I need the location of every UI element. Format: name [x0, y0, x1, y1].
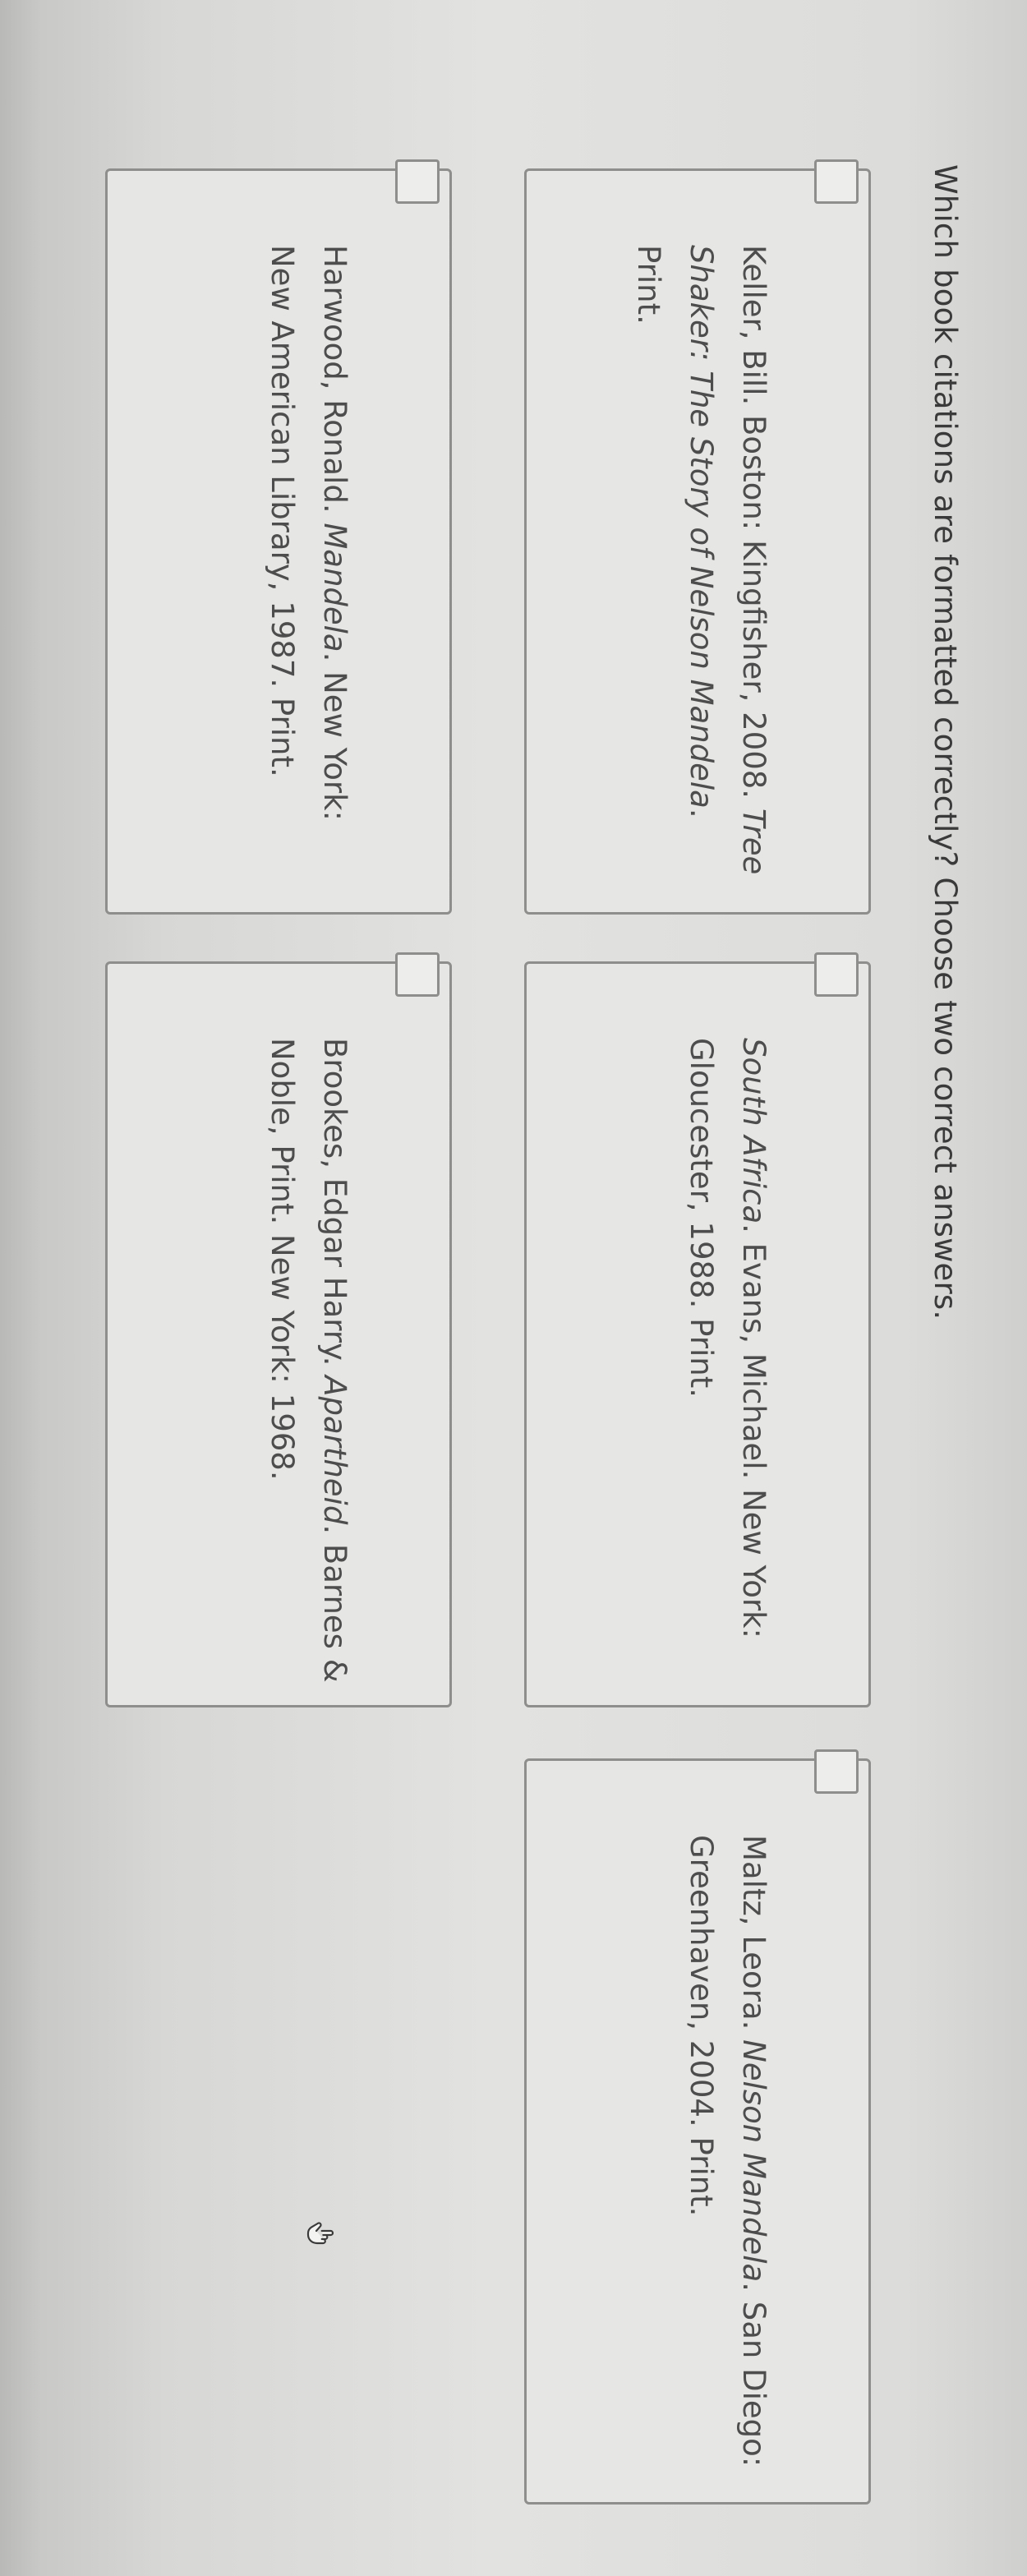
citation-text-1: Keller, Bill. Boston: Kingfisher, 2008. …	[622, 245, 780, 894]
answer-option-3[interactable]: Maltz, Leora. Nelson Mandela. San Diego:…	[524, 1749, 871, 2505]
citation-4-part-2: Mandela	[317, 523, 352, 652]
answer-option-2[interactable]: South Africa. Evans, Michael. New York: …	[524, 952, 871, 1707]
citation-text-2: South Africa. Evans, Michael. New York: …	[675, 1038, 780, 1687]
citation-5-part-1: Brookes, Edgar Harry.	[317, 1038, 352, 1376]
citation-1-part-1: Keller, Bill. Boston: Kingfisher, 2008.	[736, 245, 771, 809]
citation-2-part-1: South Africa	[736, 1038, 771, 1224]
hand-pointer-icon	[306, 2222, 334, 2245]
answer-checkbox-2[interactable]	[814, 952, 859, 997]
citation-text-3: Maltz, Leora. Nelson Mandela. San Diego:…	[675, 1835, 780, 2484]
citation-4-part-1: Harwood, Ronald.	[317, 245, 352, 523]
citation-3-part-1: Maltz, Leora.	[736, 1835, 771, 2040]
citation-text-4: Harwood, Ronald. Mandela. New York: New …	[256, 245, 361, 894]
citation-5-part-2: Apartheid	[317, 1376, 352, 1525]
answer-checkbox-4[interactable]	[395, 159, 440, 204]
answer-option-4[interactable]: Harwood, Ronald. Mandela. New York: New …	[105, 159, 452, 915]
screen-edge-shadow	[0, 0, 41, 2576]
citation-3-part-2: Nelson Mandela	[736, 2039, 771, 2283]
answer-option-5[interactable]: Brookes, Edgar Harry. Apartheid. Barnes …	[105, 952, 452, 1707]
answer-option-1[interactable]: Keller, Bill. Boston: Kingfisher, 2008. …	[524, 159, 871, 915]
answer-checkbox-5[interactable]	[395, 952, 440, 997]
citation-text-5: Brookes, Edgar Harry. Apartheid. Barnes …	[256, 1038, 361, 1687]
answer-checkbox-3[interactable]	[814, 1749, 859, 1794]
answer-checkbox-1[interactable]	[814, 159, 859, 204]
question-text: Which book citations are formatted corre…	[928, 164, 963, 1320]
